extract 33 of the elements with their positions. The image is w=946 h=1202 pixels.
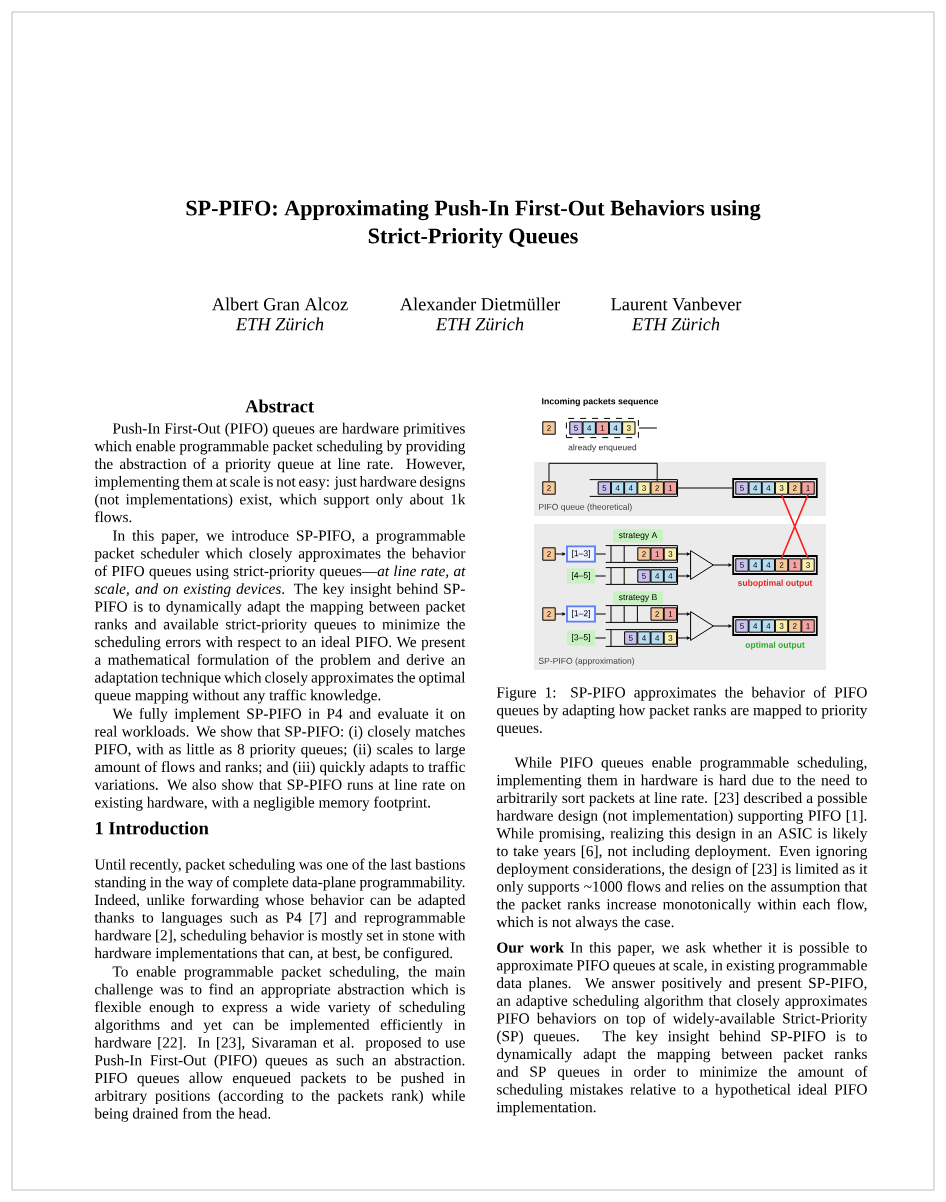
section-heading: 1 Introduction: [95, 821, 209, 835]
queue: [605, 629, 678, 647]
arrow: [677, 636, 691, 640]
arrow: [712, 624, 732, 628]
connector-line: [595, 613, 607, 615]
queue: [589, 479, 678, 497]
connector-line: [677, 487, 733, 489]
affiliation: ETH Zürich: [631, 317, 720, 331]
arrow: [555, 612, 566, 616]
connector-line: [638, 427, 658, 429]
merge-triangle: [690, 550, 714, 580]
queue: [605, 605, 678, 623]
connector-line: [594, 575, 607, 577]
author-name: Alexander Dietmüller: [400, 297, 560, 311]
arrow: [555, 552, 566, 556]
merge-triangle: [690, 611, 714, 641]
author-name: Laurent Vanbever: [611, 297, 742, 311]
connector-line: [595, 553, 607, 555]
affiliation: ETH Zürich: [435, 317, 524, 331]
arrow: [712, 563, 732, 567]
crossing-lines: [780, 493, 809, 560]
arrow: [677, 552, 691, 556]
title: SP-PIFO: Approximating Push-In First-Out Behaviors using Strict-Priority Queues: [186, 200, 761, 248]
connector-line: [548, 462, 658, 482]
affiliation: ETH Zürich: [235, 317, 324, 331]
queue: [605, 567, 678, 585]
section-heading: Abstract: [245, 399, 314, 413]
connector-line: [594, 637, 607, 639]
queue: [605, 545, 678, 563]
output-queue: [732, 478, 818, 498]
arrow: [677, 574, 691, 578]
arrow: [677, 612, 691, 616]
author-name: Albert Gran Alcoz: [212, 297, 348, 311]
